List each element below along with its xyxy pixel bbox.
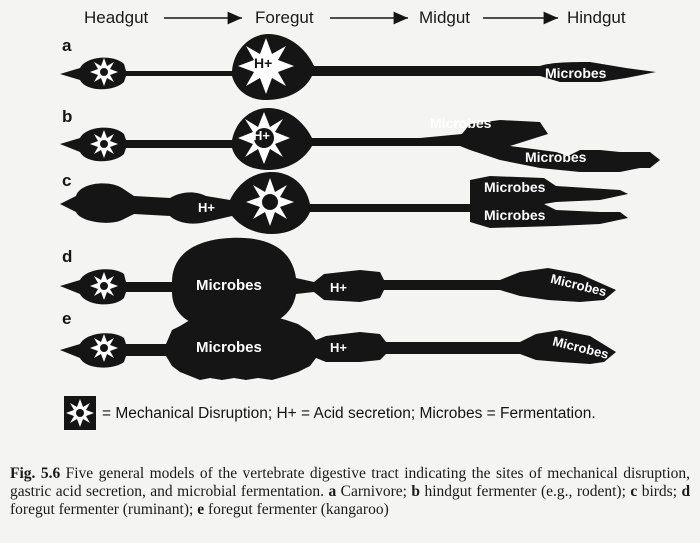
caption-item-letter: b — [411, 483, 421, 500]
model-b-tract: b H+ Microbes Microbes — [60, 107, 660, 172]
fermentation-label: Microbes — [430, 115, 492, 131]
mechanical-disruption-star-icon — [66, 399, 94, 427]
figure-label: Fig. 5.6 — [10, 465, 61, 482]
fermentation-label: Microbes — [525, 149, 587, 165]
model-d-tract: d Microbes H+ Microbes — [60, 237, 616, 330]
model-letter: d — [62, 247, 72, 266]
caption-item-letter: c — [630, 483, 638, 500]
digestive-tract-diagram: a H+ Microbes b H+ Microbes Microbes c H… — [60, 11, 660, 430]
legend-text: = Mechanical Disruption; H+ = Acid secre… — [102, 405, 596, 422]
region-hindgut: Hindgut — [567, 8, 626, 27]
mechanical-disruption-star-icon — [90, 58, 118, 86]
caption-item-letter: e — [197, 501, 205, 518]
caption-text: Five general models of the vertebrate di… — [10, 465, 690, 500]
caption-item-text: Carnivore; — [340, 483, 407, 500]
acid-label: H+ — [253, 128, 270, 143]
model-a-tract: a H+ Microbes — [60, 34, 656, 100]
figure-caption: Fig. 5.6 Five general models of the vert… — [10, 465, 690, 519]
mechanical-disruption-star-icon — [238, 38, 294, 94]
caption-item-text: birds; — [641, 483, 677, 500]
acid-label: H+ — [254, 55, 272, 71]
fermentation-label: Microbes — [196, 277, 262, 294]
legend: = Mechanical Disruption; H+ = Acid secre… — [64, 396, 596, 430]
acid-label: H+ — [198, 200, 215, 215]
mechanical-disruption-star-icon — [90, 130, 118, 158]
region-midgut: Midgut — [419, 8, 471, 27]
caption-item-text: foregut fermenter (ruminant); — [10, 501, 194, 518]
model-letter: e — [62, 309, 71, 328]
model-letter: b — [62, 107, 72, 126]
mechanical-disruption-star-icon — [90, 272, 118, 300]
fermentation-label: Microbes — [484, 179, 546, 195]
region-headgut: Headgut — [84, 8, 149, 27]
caption-item-letter: a — [328, 483, 337, 500]
caption-item-text: foregut fermenter (kangaroo) — [207, 501, 389, 518]
acid-label: H+ — [330, 340, 347, 355]
mechanical-disruption-star-icon — [238, 112, 290, 164]
model-letter: a — [62, 36, 72, 55]
fermentation-label: Microbes — [545, 65, 607, 81]
region-foregut: Foregut — [255, 8, 314, 27]
model-letter: c — [62, 171, 71, 190]
caption-item-text: hindgut fermenter (e.g., rodent); — [424, 483, 626, 500]
mechanical-disruption-star-icon — [246, 178, 294, 226]
fermentation-label: Microbes — [196, 339, 262, 356]
acid-label: H+ — [330, 280, 347, 295]
mechanical-disruption-star-icon — [90, 334, 118, 362]
caption-item-letter: d — [681, 483, 691, 500]
fermentation-label: Microbes — [484, 207, 546, 223]
model-c-tract: c H+ Microbes Microbes — [60, 171, 628, 234]
model-e-tract: e Microbes H+ Microbes — [60, 309, 616, 380]
